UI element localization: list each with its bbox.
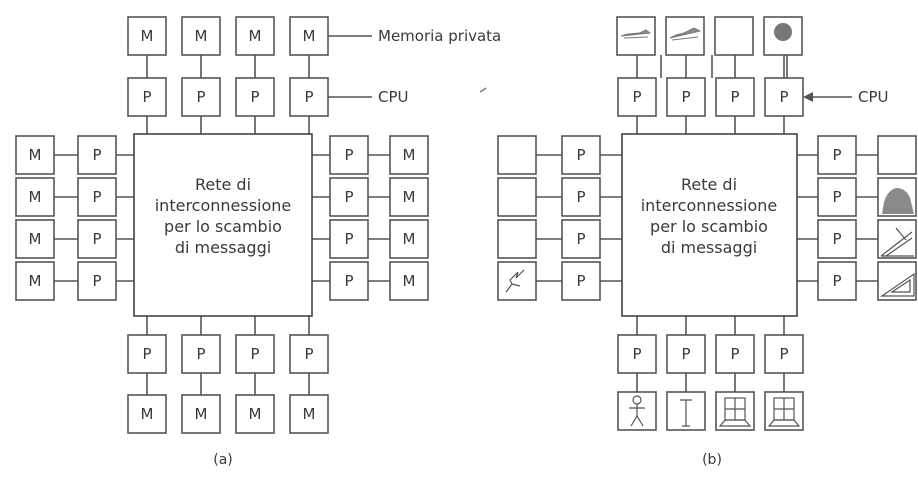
network-label-b-line4: di messaggi — [661, 238, 757, 257]
caption-a: (a) — [213, 452, 233, 468]
processor-label: P — [142, 88, 151, 106]
memory-label: M — [403, 188, 416, 206]
network-label-a-line4: di messaggi — [175, 238, 271, 257]
memory-label: M — [141, 27, 154, 45]
stray-mark — [480, 88, 486, 92]
network-label-b-line2: interconnessione — [641, 196, 778, 215]
memory-column-right-a: M M M M — [390, 136, 428, 300]
processor-label: P — [779, 345, 788, 363]
arrow-head-icon — [803, 92, 813, 102]
processor-label: P — [832, 272, 841, 290]
memory-label: M — [29, 272, 42, 290]
memory-row-top-a: M M M M — [128, 17, 328, 55]
memory-label: M — [29, 188, 42, 206]
processor-label: P — [142, 345, 151, 363]
device-row-bottom-b — [618, 392, 803, 430]
processor-label: P — [632, 88, 641, 106]
annotation-cpu-a: CPU — [378, 88, 409, 106]
memory-label: M — [141, 405, 154, 423]
processor-column-left-b: P P P P — [562, 136, 600, 300]
processor-label: P — [92, 188, 101, 206]
processor-label: P — [576, 272, 585, 290]
network-label-a-line1: Rete di — [195, 175, 251, 194]
processor-label: P — [92, 272, 101, 290]
memory-label: M — [303, 27, 316, 45]
memory-row-bottom-a: M M M M — [128, 395, 328, 433]
memory-label: M — [29, 146, 42, 164]
processor-label: P — [92, 230, 101, 248]
processor-label: P — [832, 146, 841, 164]
processor-column-right-a: P P P P — [330, 136, 368, 300]
processor-row-bottom-a: P P P P — [128, 335, 328, 373]
processor-label: P — [196, 345, 205, 363]
memory-label: M — [403, 230, 416, 248]
processor-label: P — [304, 88, 313, 106]
processor-label: P — [576, 188, 585, 206]
processor-label: P — [344, 230, 353, 248]
processor-label: P — [681, 345, 690, 363]
processor-label: P — [576, 230, 585, 248]
device-box-empty — [498, 136, 536, 174]
memory-label: M — [195, 405, 208, 423]
device-box-empty — [498, 220, 536, 258]
processor-label: P — [730, 345, 739, 363]
processor-label: P — [92, 146, 101, 164]
processor-label: P — [344, 146, 353, 164]
processor-label: P — [344, 188, 353, 206]
processor-label: P — [632, 345, 641, 363]
processor-label: P — [832, 188, 841, 206]
processor-label: P — [304, 345, 313, 363]
sun-icon — [774, 23, 792, 41]
caption-b: (b) — [702, 452, 722, 468]
device-column-right-b — [878, 136, 916, 300]
memory-label: M — [249, 405, 262, 423]
network-label-b-line3: per lo scambio — [650, 217, 768, 236]
network-label-a-line2: interconnessione — [155, 196, 292, 215]
device-box — [498, 262, 536, 300]
memory-label: M — [403, 146, 416, 164]
processor-label: P — [250, 345, 259, 363]
processor-label: P — [196, 88, 205, 106]
processor-label: P — [779, 88, 788, 106]
processor-row-bottom-b: P P P P — [618, 335, 803, 373]
device-box — [666, 17, 704, 55]
device-row-top-b — [617, 17, 802, 55]
processor-label: P — [832, 230, 841, 248]
processor-label: P — [681, 88, 690, 106]
device-column-left-b — [498, 136, 536, 300]
network-label-b-line1: Rete di — [681, 175, 737, 194]
annotation-cpu-b: CPU — [858, 88, 889, 106]
processor-label: P — [250, 88, 259, 106]
device-box-empty — [498, 178, 536, 216]
processor-row-top-a: P P P P — [128, 78, 328, 116]
processor-label: P — [576, 146, 585, 164]
processor-row-top-b: P P P P — [618, 78, 803, 116]
processor-label: P — [344, 272, 353, 290]
processor-column-left-a: P P P P — [78, 136, 116, 300]
network-label-a-line3: per lo scambio — [164, 217, 282, 236]
memory-label: M — [29, 230, 42, 248]
processor-label: P — [730, 88, 739, 106]
annotation-memoria-privata: Memoria privata — [378, 27, 501, 45]
memory-column-left-a: M M M M — [16, 136, 54, 300]
memory-label: M — [403, 272, 416, 290]
memory-label: M — [195, 27, 208, 45]
diagram-a: Rete di interconnessione per lo scambio … — [16, 17, 501, 468]
memory-label: M — [249, 27, 262, 45]
device-box-empty — [715, 17, 753, 55]
memory-label: M — [303, 405, 316, 423]
diagram-b: Rete di interconnessione per lo scambio … — [498, 17, 916, 468]
processor-column-right-b: P P P P — [818, 136, 856, 300]
device-box-empty — [878, 136, 916, 174]
